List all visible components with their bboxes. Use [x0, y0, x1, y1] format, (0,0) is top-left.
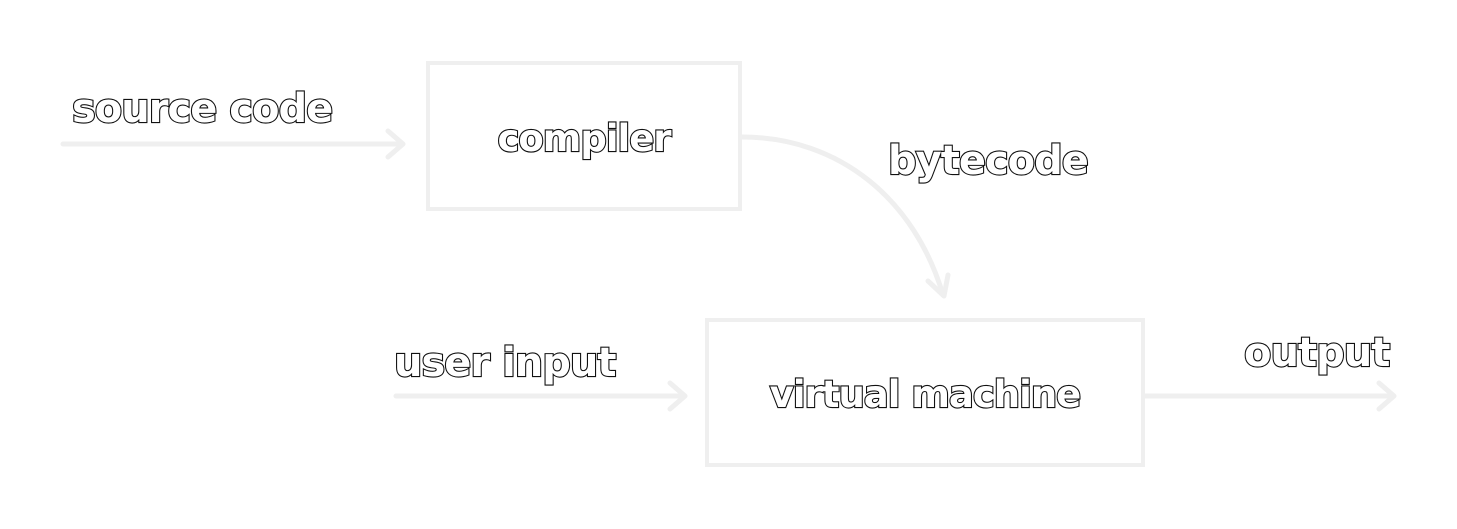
user-input-arrow — [393, 380, 688, 412]
user-input-label: user input — [394, 340, 616, 386]
output-arrow — [1142, 380, 1397, 412]
virtual-machine-label: virtual machine — [770, 373, 1081, 416]
bytecode-label: bytecode — [888, 138, 1088, 184]
bytecode-arrow — [739, 134, 951, 299]
compiler-label: compiler — [497, 117, 672, 160]
source-code-label: source code — [72, 86, 332, 132]
source-code-arrow — [60, 128, 406, 160]
virtual-machine-box — [705, 318, 1145, 467]
output-label: output — [1244, 330, 1390, 376]
